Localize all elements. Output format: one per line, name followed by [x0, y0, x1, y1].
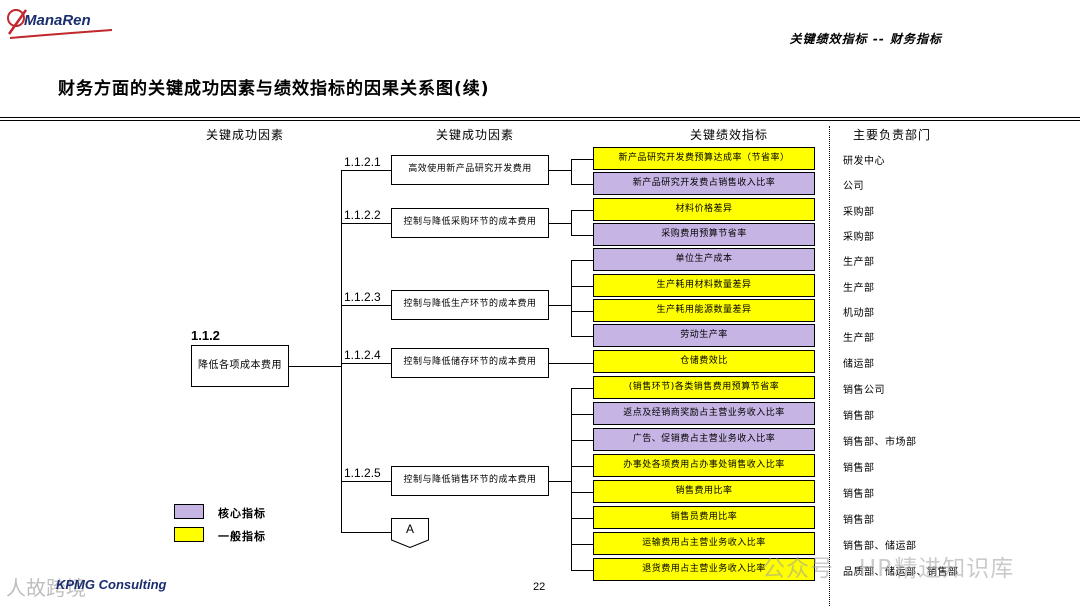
factor-label-1: 高效使用新产品研究开发费用	[408, 164, 532, 175]
kpi-box: 销售费用比率	[593, 480, 815, 503]
department-label: 生产部	[843, 283, 875, 294]
kpi-box: 仓储费效比	[593, 350, 815, 373]
department-label: 生产部	[843, 333, 875, 344]
kpi-label: 新产品研究开发费占销售收入比率	[632, 177, 776, 188]
department-label: 销售部、储运部	[843, 541, 917, 552]
kpi-label: 生产耗用能源数量差异	[656, 304, 752, 315]
kpi-box: 运输费用占主营业务收入比率	[593, 532, 815, 555]
root-factor-box: 降低各项成本费用	[191, 345, 289, 387]
department-label: 销售部	[843, 411, 875, 422]
title-divider-thin	[0, 120, 1080, 121]
kpi-label: 采购费用预算节省率	[661, 228, 747, 239]
factor-number-5: 1.1.2.5	[344, 466, 381, 480]
factor-number-3: 1.1.2.3	[344, 290, 381, 304]
kpi-box: 劳动生产率	[593, 324, 815, 347]
factor-box-3: 控制与降低生产环节的成本费用	[391, 290, 549, 320]
page-title: 财务方面的关键成功因素与绩效指标的因果关系图(续)	[58, 79, 490, 99]
department-label: 采购部	[843, 232, 875, 243]
footer-company: KPMG Consulting	[56, 577, 167, 592]
kpi-box: 材料价格差异	[593, 198, 815, 221]
department-label: 公司	[843, 181, 864, 192]
kpi-box: 单位生产成本	[593, 248, 815, 271]
kpi-label: (销售环节)各类销售费用预算节省率	[628, 381, 780, 392]
department-label: 机动部	[843, 308, 875, 319]
kpi-label: 办事处各项费用占办事处销售收入比率	[623, 459, 785, 470]
kpi-box: 采购费用预算节省率	[593, 223, 815, 246]
header-section-title: 关键绩效指标 -- 财务指标	[789, 32, 942, 46]
kpi-box: 新产品研究开发费预算达成率（节省率）	[593, 147, 815, 170]
column-header-kpi: 关键绩效指标	[690, 128, 769, 142]
column-header-department: 主要负责部门	[853, 128, 932, 142]
kpi-box: 返点及经销商奖励占主营业务收入比率	[593, 402, 815, 425]
legend-core-label: 核心指标	[218, 507, 266, 520]
department-label: 销售部	[843, 515, 875, 526]
kpi-label: 销售员费用比率	[670, 511, 738, 522]
kpi-box: 广告、促销费占主营业务收入比率	[593, 428, 815, 451]
factor-number-1: 1.1.2.1	[344, 155, 381, 169]
factor-label-4: 控制与降低储存环节的成本费用	[403, 357, 537, 368]
legend-general-label: 一般指标	[218, 530, 266, 543]
department-label: 品质部、储运部、销售部	[843, 567, 959, 578]
offpage-connector-label: A	[405, 522, 414, 536]
kpi-box: 生产耗用材料数量差异	[593, 274, 815, 297]
kpi-box: 新产品研究开发费占销售收入比率	[593, 172, 815, 195]
kpi-label: 生产耗用材料数量差异	[656, 279, 752, 290]
department-label: 销售部、市场部	[843, 437, 917, 448]
kpi-label: 返点及经销商奖励占主营业务收入比率	[623, 407, 785, 418]
offpage-connector-a	[391, 518, 429, 548]
factor-label-2: 控制与降低采购环节的成本费用	[403, 217, 537, 228]
kpi-label: 仓储费效比	[680, 355, 728, 366]
department-label: 生产部	[843, 257, 875, 268]
column-header-success-factor-1: 关键成功因素	[206, 128, 285, 142]
kpi-label: 退货费用占主营业务收入比率	[642, 563, 766, 574]
kpi-label: 广告、促销费占主营业务收入比率	[632, 433, 776, 444]
legend-general-swatch	[174, 527, 204, 542]
kpi-label: 单位生产成本	[675, 253, 733, 264]
kpi-box: 办事处各项费用占办事处销售收入比率	[593, 454, 815, 477]
kpi-box: 退货费用占主营业务收入比率	[593, 558, 815, 581]
watermark-left: 人故跨境	[6, 576, 86, 600]
column-header-success-factor-2: 关键成功因素	[436, 128, 515, 142]
kpi-label: 新产品研究开发费预算达成率（节省率）	[618, 152, 790, 163]
root-number: 1.1.2	[191, 328, 220, 343]
title-divider	[0, 117, 1080, 118]
factor-box-5: 控制与降低销售环节的成本费用	[391, 466, 549, 496]
department-label: 储运部	[843, 359, 875, 370]
factor-number-4: 1.1.2.4	[344, 348, 381, 362]
column-separator	[829, 126, 830, 606]
legend-core-swatch	[174, 504, 204, 519]
kpi-box: 销售员费用比率	[593, 506, 815, 529]
kpi-label: 材料价格差异	[675, 203, 733, 214]
factor-box-1: 高效使用新产品研究开发费用	[391, 155, 549, 185]
factor-label-5: 控制与降低销售环节的成本费用	[403, 475, 537, 486]
page-number: 22	[533, 581, 546, 593]
kpi-label: 运输费用占主营业务收入比率	[642, 537, 766, 548]
kpi-box: 生产耗用能源数量差异	[593, 299, 815, 322]
factor-box-4: 控制与降低储存环节的成本费用	[391, 348, 549, 378]
factor-label-3: 控制与降低生产环节的成本费用	[403, 299, 537, 310]
department-label: 研发中心	[843, 156, 885, 167]
department-label: 销售部	[843, 463, 875, 474]
kpi-label: 劳动生产率	[680, 329, 728, 340]
kpi-box: (销售环节)各类销售费用预算节省率	[593, 376, 815, 399]
kpi-label: 销售费用比率	[675, 485, 733, 496]
root-factor-label: 降低各项成本费用	[198, 359, 282, 371]
watermark-right: 公众号 · HR精进知识库	[762, 556, 1015, 582]
factor-number-2: 1.1.2.2	[344, 208, 381, 222]
manaren-logo	[7, 9, 113, 39]
factor-box-2: 控制与降低采购环节的成本费用	[391, 208, 549, 238]
department-label: 采购部	[843, 207, 875, 218]
department-label: 销售部	[843, 489, 875, 500]
logo-text: ManaRen	[24, 12, 91, 29]
department-label: 销售公司	[843, 385, 885, 396]
